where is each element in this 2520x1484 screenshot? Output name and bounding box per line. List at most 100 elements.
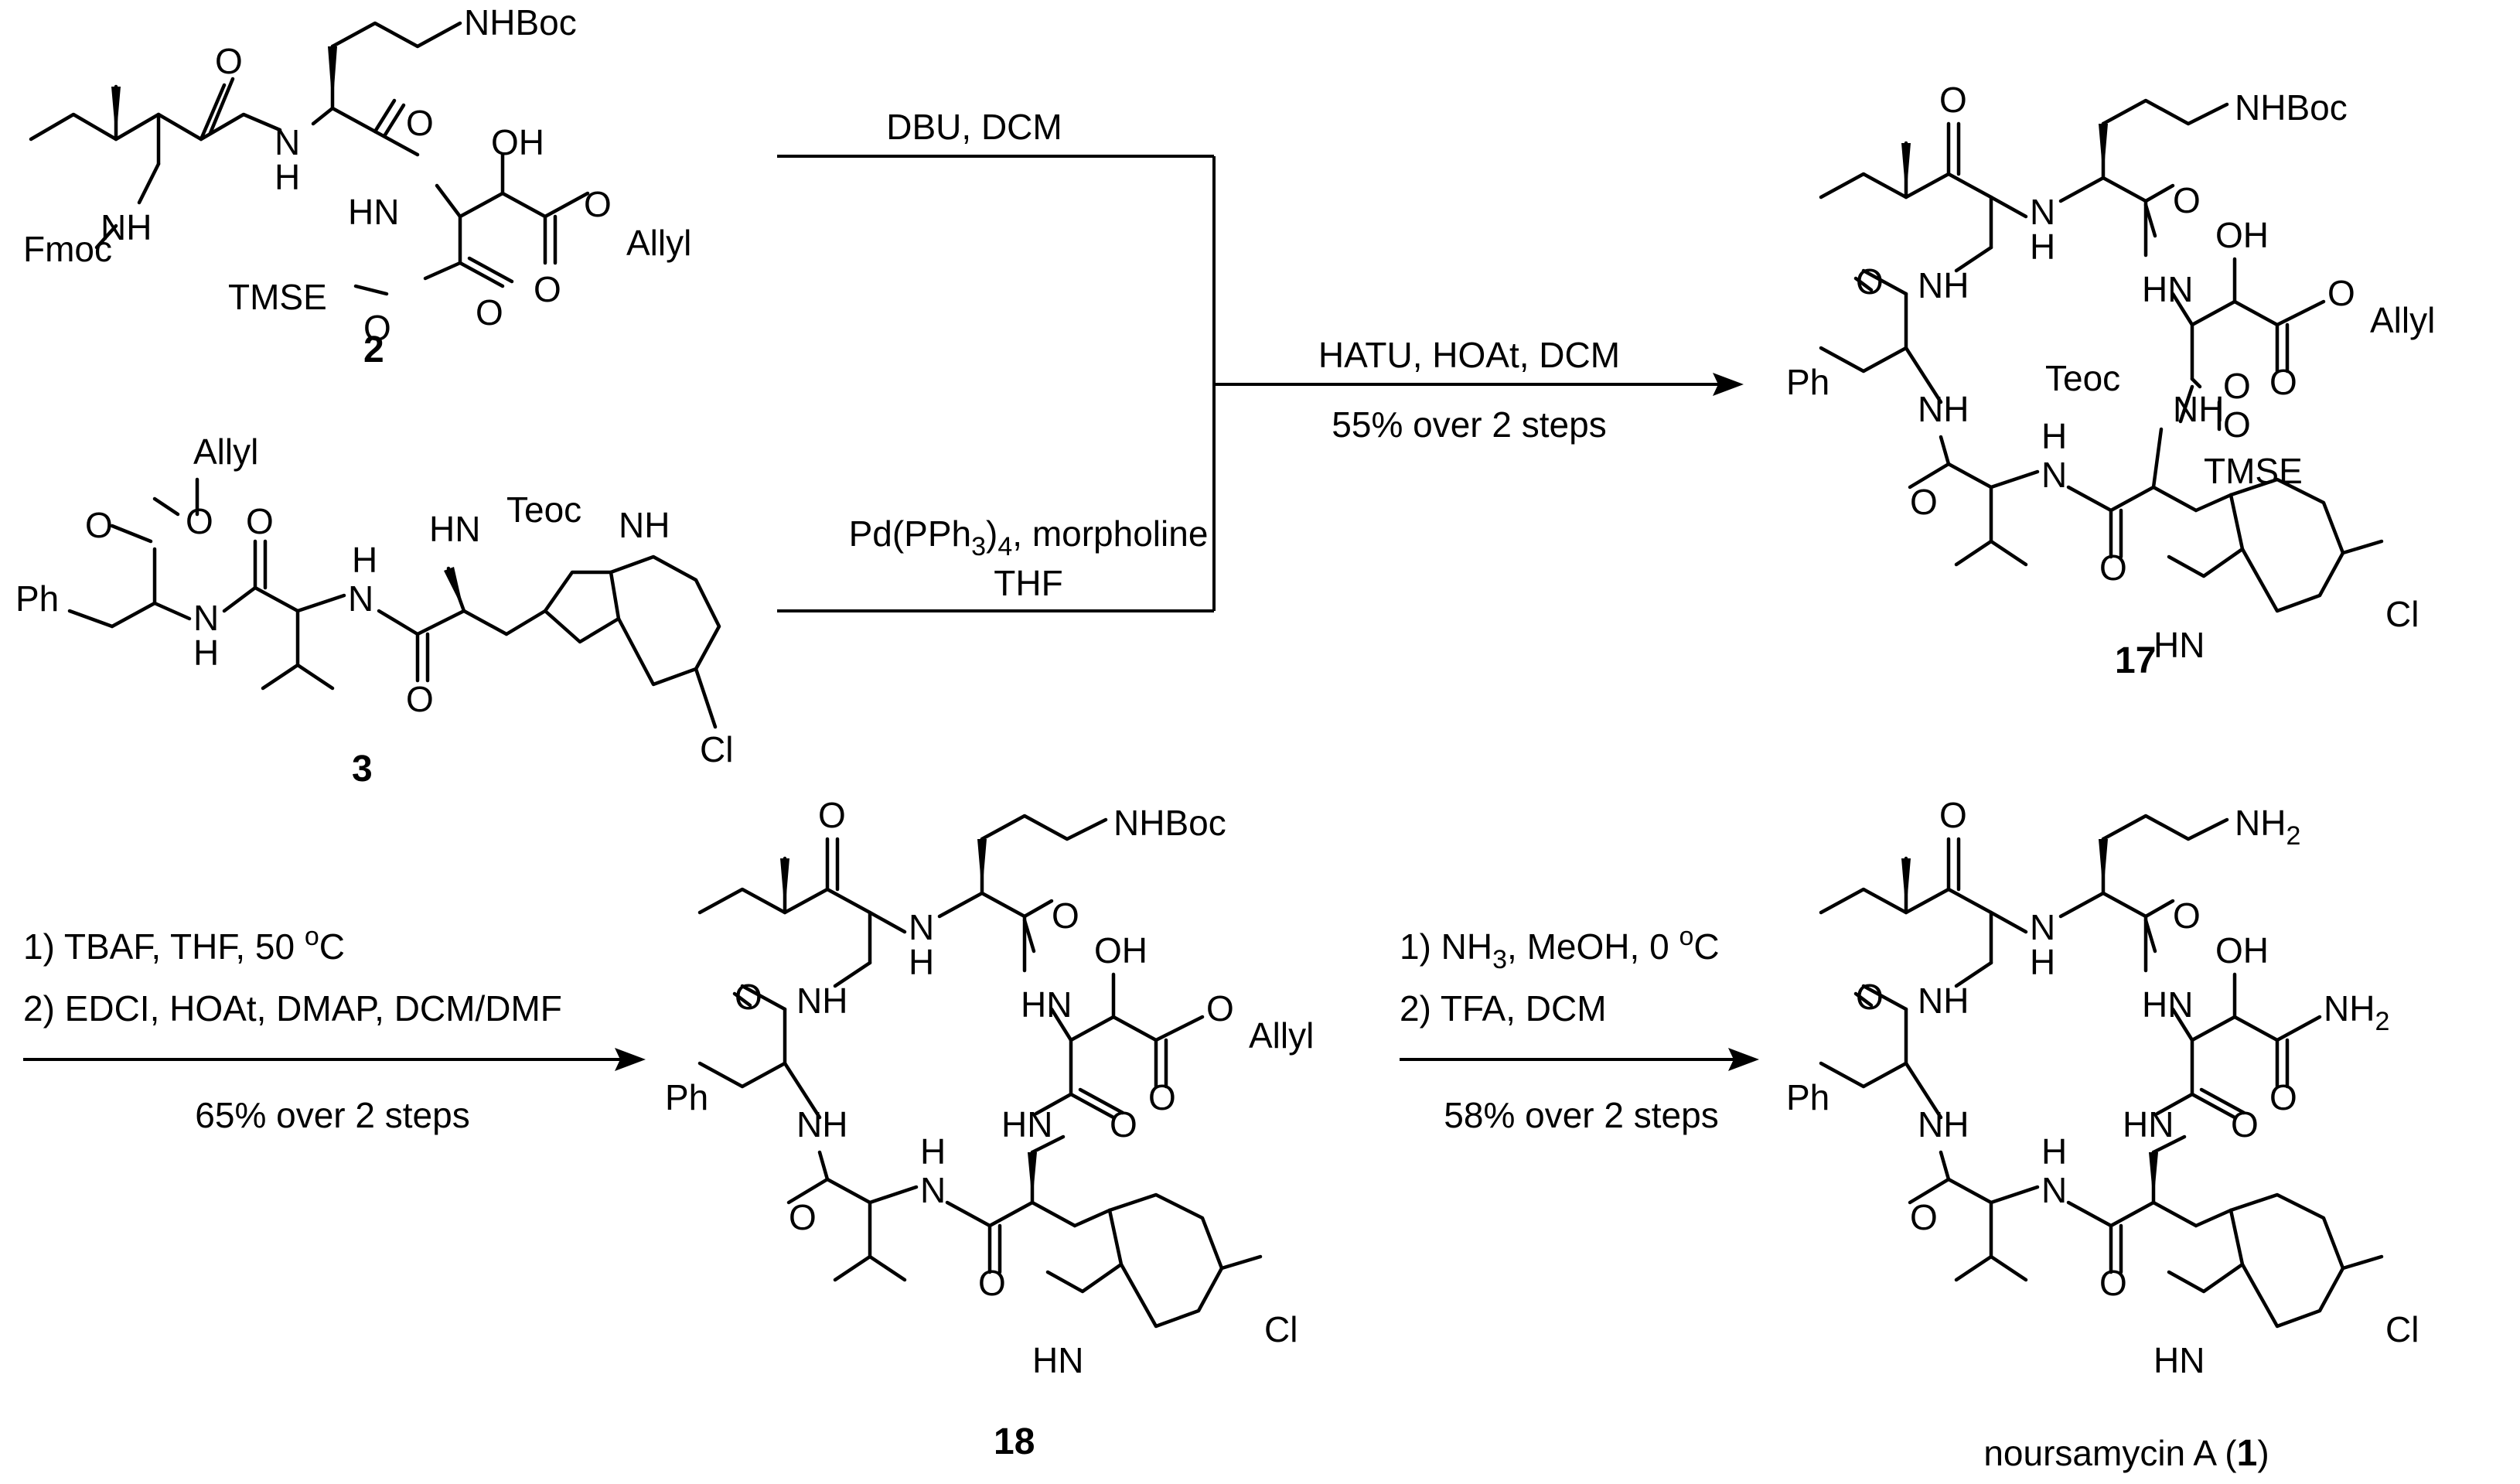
c17-wedge-1 (1901, 143, 1911, 197)
c1-o8: O (2099, 1263, 2127, 1303)
bl-step1-c: C (319, 926, 345, 967)
c17-nhboc: NHBoc (2235, 87, 2348, 128)
c17-nh3: NH (1918, 389, 1969, 429)
compound-18-bonds (697, 814, 1263, 1329)
c17-n2: N (2041, 455, 2067, 495)
c17-o8: O (1910, 482, 1938, 522)
c2-o3: O (584, 184, 612, 224)
c18-wedge-3 (1028, 1152, 1037, 1203)
c2-hn: HN (348, 192, 399, 232)
c18-o1: O (818, 795, 846, 835)
c1-oh: OH (2215, 930, 2269, 971)
c1-nh2-amide: NH2 (2324, 988, 2389, 1036)
c18-o2: O (1052, 896, 1079, 936)
compound-3-bonds (67, 477, 721, 729)
c2-nh2: NH (101, 207, 152, 247)
c1-nh2-top: NH2 (2235, 803, 2300, 851)
c2-o1: O (215, 41, 243, 81)
c1-h1: H (2030, 942, 2055, 982)
c17-tmse: TMSE (2204, 451, 2303, 491)
c2-nhboc: NHBoc (464, 2, 577, 43)
c17-o1: O (1939, 80, 1967, 120)
c1-number: 1 (2237, 1433, 2258, 1474)
c17-teoc: Teoc (2045, 358, 2120, 398)
c3-o1: O (186, 501, 213, 541)
c1-o4: O (2269, 1077, 2297, 1117)
c1-n1: N (2030, 907, 2055, 947)
br-step1-b: , MeOH, 0 (1507, 926, 1679, 967)
compound-1: NH2 O N H O OH O NH HN NH2 O Ph NH HN O … (1786, 795, 2419, 1474)
c1-name-end: ) (2257, 1433, 2269, 1473)
c2-o5: O (363, 308, 391, 348)
c17-o9: O (2099, 548, 2127, 588)
c17-o4: O (2269, 362, 2297, 402)
compound-18: NHBoc O N H O OH O NH HN O Allyl O Ph NH… (665, 795, 1314, 1462)
bl-step1-text: 1) TBAF, THF, 50 (23, 926, 305, 967)
c2-allyl: Allyl (626, 223, 691, 263)
c17-cl: Cl (2385, 594, 2419, 634)
c3-h1: H (352, 540, 377, 580)
c18-o7: O (789, 1197, 817, 1237)
bottom-right-arrow (1400, 1048, 1759, 1071)
c2-n1: N (275, 122, 300, 162)
c18-h2: H (920, 1131, 946, 1172)
c17-number: 17 (2115, 640, 2156, 681)
br-step2: 2) TFA, DCM (1400, 988, 1607, 1029)
c2-fmoc: Fmoc (23, 229, 112, 269)
c17-h2: H (2041, 416, 2067, 456)
br-yield: 58% over 2 steps (1444, 1095, 1718, 1135)
top-conditions-main-1: HATU, HOAt, DCM (1318, 335, 1620, 375)
compound-17-bonds (1819, 98, 2384, 613)
c18-hn-indole: HN (1032, 1340, 1083, 1380)
top-conditions-upper: DBU, DCM (886, 107, 1062, 147)
c2-o6: O (476, 292, 503, 333)
c18-oh: OH (1094, 930, 1147, 971)
c1-hn2: HN (2123, 1104, 2174, 1145)
top-conditions-lower-2: THF (994, 563, 1062, 603)
c18-wedge-1 (780, 858, 789, 913)
compound-2: NHBoc O N H O OH Fmoc NH HN O Allyl O TM… (23, 2, 691, 370)
c1-name-text: noursamycin A ( (1983, 1433, 2237, 1473)
c18-o5: O (1148, 1077, 1176, 1117)
c17-n1: N (2030, 192, 2055, 232)
c18-hn2: HN (1001, 1104, 1052, 1145)
c1-nh2-top-sub: 2 (2286, 821, 2300, 851)
bottom-left-arrowhead (615, 1048, 646, 1071)
c18-o8: O (978, 1263, 1006, 1303)
br-step1-c: C (1693, 926, 1719, 967)
c2-number: 2 (363, 329, 384, 370)
c1-ph: Ph (1786, 1077, 1829, 1117)
c1-name-label: noursamycin A (1) (1983, 1433, 2269, 1474)
br-step1-a: 1) NH (1400, 926, 1492, 967)
pd-text: Pd(PPh (849, 513, 972, 554)
c2-o4: O (534, 269, 561, 309)
c18-o3: O (735, 977, 762, 1017)
c1-wedge-3 (2149, 1152, 2158, 1203)
c3-o3: O (246, 501, 274, 541)
bl-step1: 1) TBAF, THF, 50 oC (23, 922, 345, 967)
c2-o2: O (406, 103, 434, 143)
pd-rest: , morpholine (1012, 513, 1208, 554)
c18-number: 18 (994, 1421, 1035, 1462)
c17-allyl: Allyl (2370, 300, 2435, 340)
c1-nh1: NH (1918, 981, 1969, 1021)
c17-h1: H (2030, 227, 2055, 267)
c2-wedge-1 (111, 87, 121, 139)
c2-h1: H (275, 157, 300, 197)
c17-wedge-2 (2099, 124, 2108, 178)
c1-o3: O (1856, 977, 1884, 1017)
c3-h2: H (193, 633, 219, 673)
c18-n2: N (920, 1170, 946, 1210)
c3-nh-indole: NH (619, 505, 670, 545)
c1-wedge-2 (2099, 839, 2108, 893)
bl-step1-deg: o (305, 922, 319, 951)
br-step1-sub: 3 (1492, 945, 1507, 974)
c3-allyl: Allyl (193, 432, 258, 472)
c1-o2: O (2173, 896, 2201, 936)
c3-o4: O (406, 679, 434, 719)
c1-nh2-amide-text: NH (2324, 988, 2375, 1029)
compound-3: Allyl O O O H N HN Teoc NH Ph N H O Cl 3 (15, 432, 733, 790)
pd-sub-3: 3 (971, 532, 986, 561)
c3-hn: HN (429, 509, 480, 549)
